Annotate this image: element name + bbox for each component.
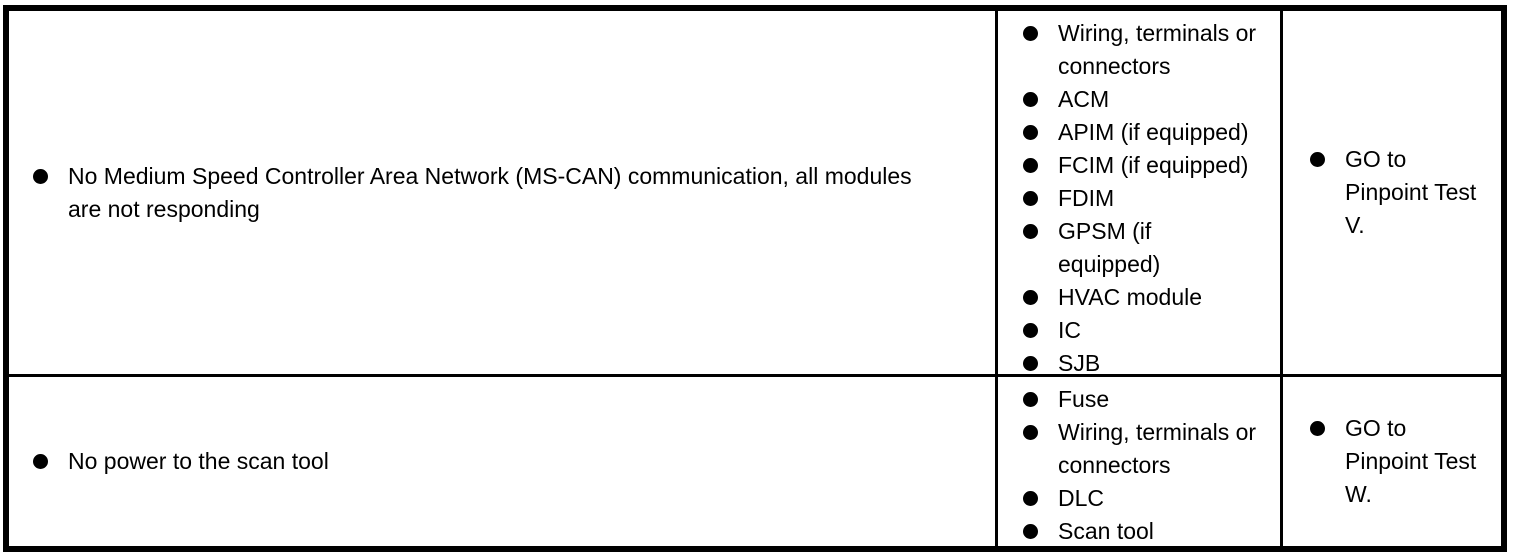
list-item: GO to Pinpoint Test V. [1310,143,1476,242]
list-item-text: Wiring, terminals or connectors [1058,20,1257,79]
symptom-cell-row1: No Medium Speed Controller Area Network … [9,11,998,377]
list-item: Wiring, terminals or connectors [1023,17,1278,83]
list-item: APIM (if equipped) [1023,116,1278,149]
bullet-icon [1023,92,1038,107]
list-item-text: ACM [1058,86,1110,112]
bullet-icon [1023,356,1038,371]
list-item-text: No Medium Speed Controller Area Network … [68,162,912,222]
list-item: GO to Pinpoint Test W. [1310,412,1476,511]
list-item-text: Fuse [1058,386,1110,412]
list-item: Scan tool [1023,515,1278,546]
list-item: IC [1023,314,1278,347]
list-item-text: HVAC module [1058,284,1203,310]
action-cell-row1: GO to Pinpoint Test V. [1283,11,1501,377]
symptom-cell-row2: No power to the scan tool [9,377,998,546]
bullet-icon [1023,491,1038,506]
bullet-icon [33,168,48,184]
bullet-icon [1310,152,1325,167]
list-item-text: GO to Pinpoint Test W. [1345,415,1477,507]
symptom-chart-table: No Medium Speed Controller Area Network … [3,5,1507,552]
bullet-icon [1023,26,1038,41]
action-list: GO to Pinpoint Test W. [1310,412,1476,511]
bullet-icon [1023,158,1038,173]
bullet-icon [1023,323,1038,338]
list-item-text: DLC [1058,485,1105,511]
list-item-text: GPSM (if equipped) [1058,218,1161,277]
list-item: No power to the scan tool [33,445,329,478]
symptom-list: No power to the scan tool [33,445,329,478]
list-item-text: APIM (if equipped) [1058,119,1249,145]
list-item-text: Scan tool [1058,518,1154,544]
action-list: GO to Pinpoint Test V. [1310,143,1476,242]
list-item: FCIM (if equipped) [1023,149,1278,182]
bullet-icon [1023,191,1038,206]
bullet-icon [1023,425,1038,440]
list-item-text: GO to Pinpoint Test V. [1345,146,1477,238]
list-item-text: Wiring, terminals or connectors [1058,419,1257,478]
list-item-text: No power to the scan tool [68,448,329,474]
bullet-icon [33,454,48,469]
bullet-icon [1023,392,1038,407]
list-item: DLC [1023,482,1278,515]
list-item: Fuse [1023,383,1278,416]
list-item-text: FDIM [1058,185,1115,211]
symptom-list: No Medium Speed Controller Area Network … [33,160,912,226]
bullet-icon [1023,224,1038,239]
list-item: No Medium Speed Controller Area Network … [33,160,912,226]
list-item: ACM [1023,83,1278,116]
list-item: Wiring, terminals or connectors [1023,416,1278,482]
list-item-text: IC [1058,317,1081,343]
list-item-text: SJB [1058,350,1101,376]
bullet-icon [1023,524,1038,539]
list-item-text: FCIM (if equipped) [1058,152,1249,178]
bullet-icon [1023,125,1038,140]
list-item: SJB [1023,347,1278,376]
list-item: HVAC module [1023,281,1278,314]
list-item: FDIM [1023,182,1278,215]
bullet-icon [1310,421,1325,436]
bullet-icon [1023,290,1038,305]
list-item: GPSM (if equipped) [1023,215,1278,281]
action-cell-row2: GO to Pinpoint Test W. [1283,377,1501,546]
